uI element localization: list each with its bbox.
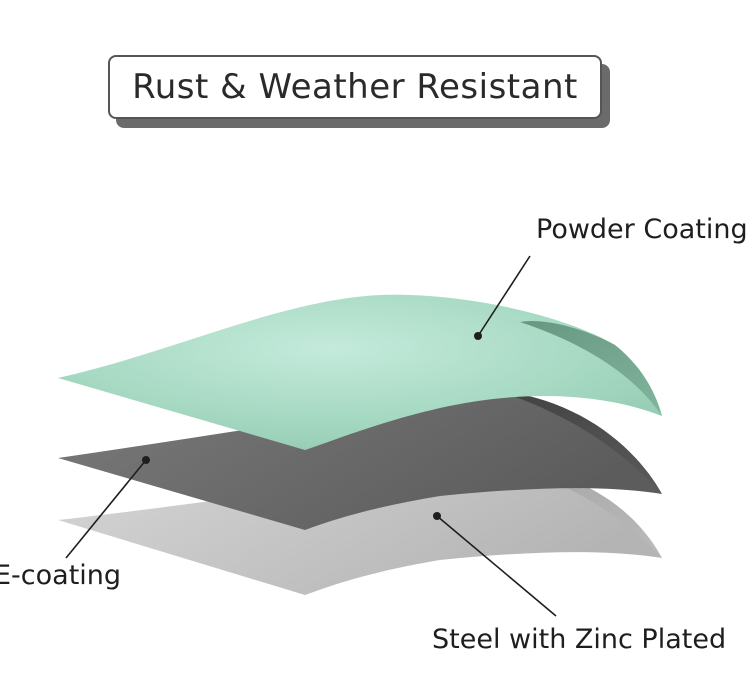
title-box: Rust & Weather Resistant bbox=[108, 55, 602, 119]
diagram-title: Rust & Weather Resistant bbox=[132, 67, 578, 107]
label-e-coating: E-coating bbox=[0, 560, 122, 591]
e-coating-layer bbox=[58, 390, 662, 530]
leader-powder-coating bbox=[474, 255, 531, 340]
steel-zinc-layer bbox=[58, 462, 662, 595]
label-steel-zinc-plated: Steel with Zinc Plated bbox=[432, 624, 727, 655]
label-powder-coating: Powder Coating bbox=[536, 214, 748, 245]
leader-steel-zinc bbox=[433, 512, 557, 617]
powder-coating-layer bbox=[58, 294, 662, 450]
leader-e-coating bbox=[65, 456, 150, 559]
